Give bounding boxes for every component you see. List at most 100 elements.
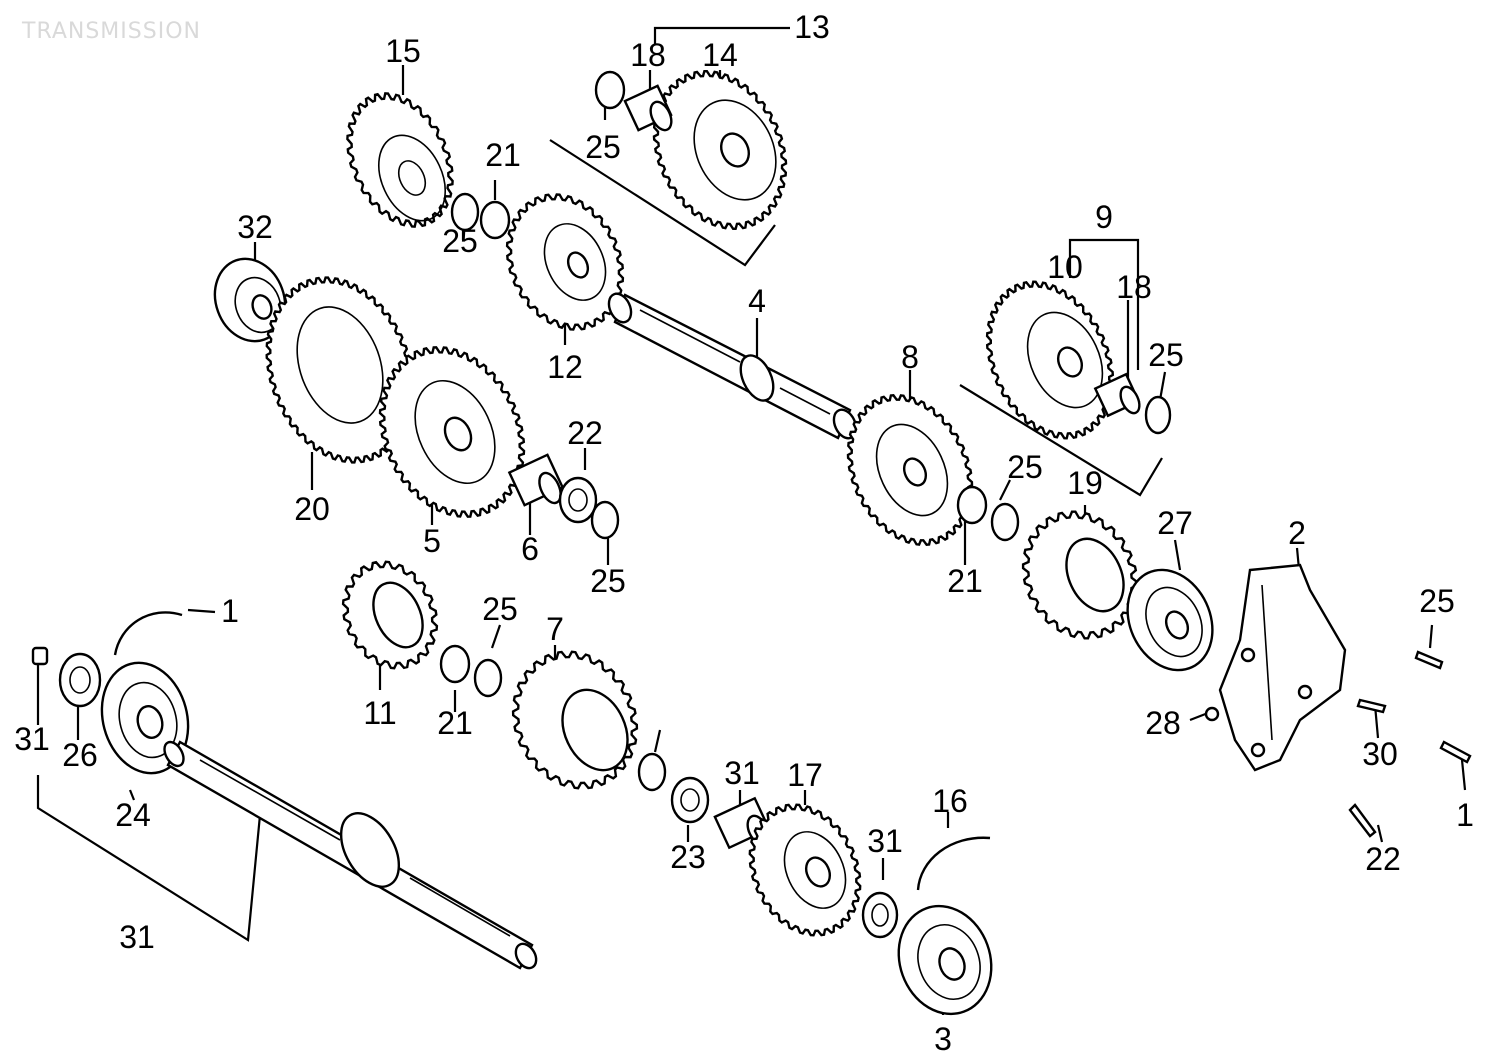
washer-21-top: [479, 200, 511, 240]
clip-25-right: [1144, 395, 1172, 435]
bearing-29: [897, 904, 993, 1016]
callout-2: 2: [1288, 515, 1306, 551]
gear-5: [378, 346, 526, 518]
callout-12: 12: [547, 349, 583, 385]
bolts-31: [1348, 650, 1472, 838]
callout-10: 10: [1047, 249, 1083, 285]
callout-24: 24: [115, 797, 151, 833]
leader-25-bottom: [653, 729, 662, 753]
bushing-6: [507, 453, 565, 507]
callout-14: 14: [702, 37, 738, 73]
callout-28: 28: [1145, 705, 1181, 741]
clip-25-left: [473, 658, 503, 698]
leader-25-right: [1158, 371, 1167, 401]
gear-12: [505, 193, 625, 331]
leader-lines: [36, 26, 1467, 1015]
bushing-18-right: [1093, 372, 1141, 418]
callout-16: 16: [932, 783, 968, 819]
callout-20: 20: [294, 491, 330, 527]
callout-15: 15: [385, 33, 421, 69]
callout-22: 22: [567, 415, 603, 451]
leader-25-left: [490, 624, 502, 649]
callout-11: 11: [363, 695, 396, 731]
callout-25: 25: [482, 591, 518, 627]
circlip-1-left: [113, 611, 183, 656]
clip-25-bottom: [637, 752, 667, 792]
callout-17: 17: [787, 757, 823, 793]
gear-14: [652, 70, 788, 230]
callout-19: 19: [1067, 465, 1103, 501]
pin-30: [1204, 706, 1220, 722]
callout-25: 25: [1148, 337, 1184, 373]
washer-23: [861, 891, 899, 939]
callout-22: 22: [1365, 841, 1401, 877]
callout-9: 9: [1095, 199, 1113, 235]
callout-31: 31: [867, 823, 903, 859]
bushing-17: [713, 796, 771, 850]
bracket-13-lower: [549, 139, 776, 267]
callout-18: 18: [630, 37, 666, 73]
clip-25-center: [990, 502, 1020, 542]
shaft-3: [163, 740, 538, 970]
callout-4: 4: [748, 283, 766, 319]
callout-6: 6: [521, 531, 539, 567]
callout-31: 31: [724, 755, 760, 791]
gear-19: [1021, 510, 1139, 640]
gear-10: [985, 280, 1115, 440]
bushing-18-top: [623, 84, 673, 132]
gear-8: [846, 394, 974, 546]
gear-11: [341, 560, 439, 670]
clip-25-mid: [450, 192, 480, 232]
shaft-4: [607, 292, 858, 440]
callout-25: 25: [590, 563, 626, 599]
callout-18: 18: [1116, 269, 1152, 305]
gear-15: [346, 92, 454, 228]
callout-3: 3: [934, 1021, 952, 1057]
leader-31-top: [1428, 624, 1434, 649]
washer-22-bottom: [670, 776, 710, 824]
parts: [31, 70, 1472, 1016]
pin-26: [31, 646, 49, 666]
bracket-13: [653, 26, 790, 45]
callout-32: 32: [237, 209, 273, 245]
circlip-1-right: [916, 836, 991, 891]
callout-8: 8: [901, 339, 919, 375]
callout-25: 25: [1419, 583, 1455, 619]
callout-13: 13: [794, 9, 830, 45]
bracket-9: [1068, 238, 1140, 370]
leader-27: [1173, 539, 1182, 571]
callout-5: 5: [423, 523, 441, 559]
callout-1: 1: [1456, 797, 1474, 833]
watermark-title: TRANSMISSION: [21, 19, 201, 44]
callout-21: 21: [947, 563, 983, 599]
callout-7: 7: [546, 611, 564, 647]
washer-22: [558, 476, 598, 524]
gear-16: [748, 803, 862, 937]
callout-23: 23: [670, 839, 706, 875]
callout-25: 25: [585, 129, 621, 165]
callout-27: 27: [1157, 505, 1193, 541]
callout-26: 26: [62, 737, 98, 773]
clip-25-lower: [590, 500, 620, 540]
clip-25-top: [594, 70, 626, 110]
washer-21-left: [439, 644, 471, 684]
bearing-27: [1126, 568, 1214, 672]
leader-31-right: [1460, 759, 1467, 791]
bracket-19: [959, 384, 1163, 497]
callout-31: 31: [119, 919, 155, 955]
bracket-3: [36, 775, 262, 942]
callout-25: 25: [1007, 449, 1043, 485]
leader-1-left: [187, 608, 216, 614]
callout-31: 31: [14, 721, 50, 757]
callout-30: 30: [1362, 736, 1398, 772]
washer-24: [58, 652, 102, 708]
leader-31-bottom: [1376, 824, 1384, 843]
callout-1: 1: [221, 593, 239, 629]
leader-28: [128, 789, 136, 801]
bearing-32: [213, 257, 287, 343]
cover-2: [1218, 563, 1347, 772]
callout-21: 21: [437, 705, 473, 741]
